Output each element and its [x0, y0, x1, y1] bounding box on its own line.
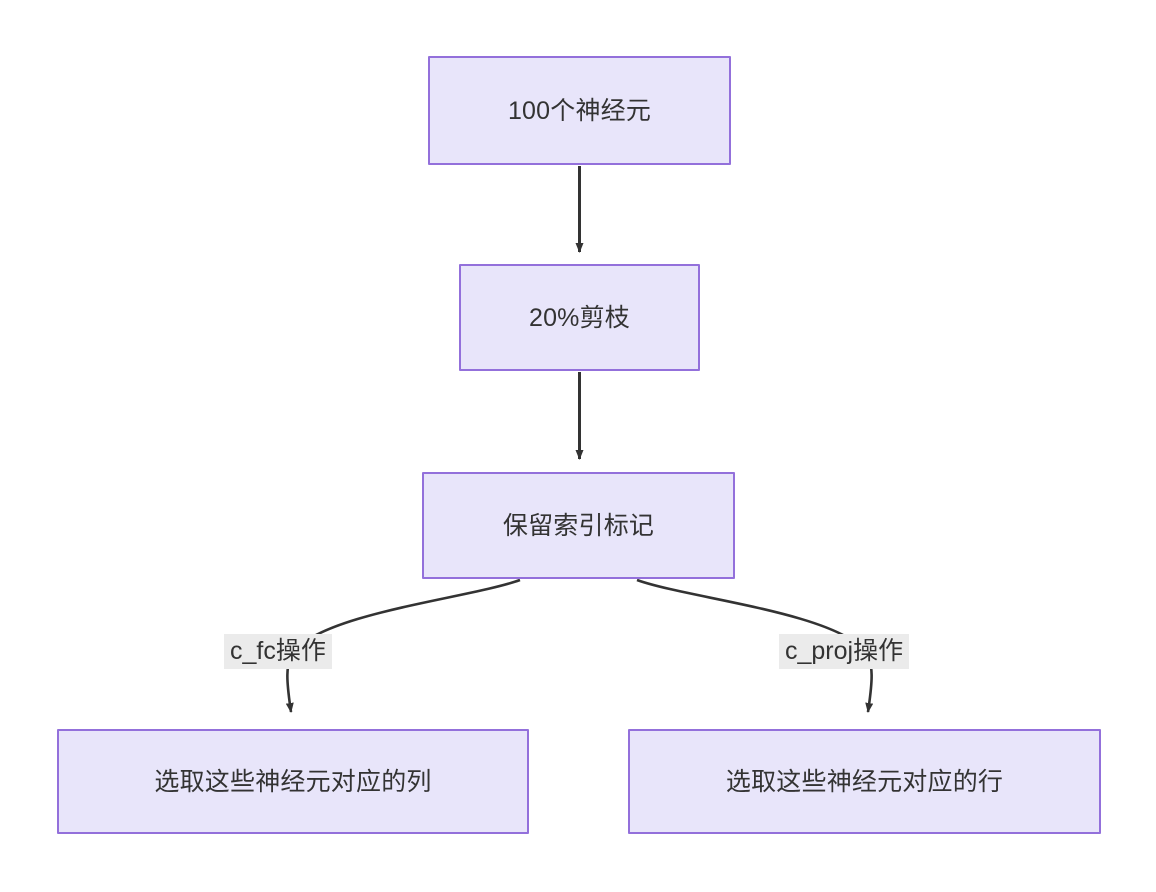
edge-label-c-proj: c_proj操作 [779, 634, 910, 670]
edge-label-c-fc: c_fc操作 [224, 634, 332, 670]
node-select-rows-label: 选取这些神经元对应的行 [725, 767, 1004, 796]
node-keep-index[interactable]: 保留索引标记 [422, 472, 735, 579]
node-select-columns[interactable]: 选取这些神经元对应的列 [57, 729, 529, 834]
node-neurons[interactable]: 100个神经元 [428, 56, 731, 165]
node-keep-index-label: 保留索引标记 [502, 511, 655, 540]
node-select-columns-label: 选取这些神经元对应的列 [154, 767, 432, 796]
node-neurons-label: 100个神经元 [507, 96, 652, 125]
node-prune[interactable]: 20%剪枝 [459, 264, 700, 371]
node-select-rows[interactable]: 选取这些神经元对应的行 [628, 729, 1101, 834]
node-prune-label: 20%剪枝 [528, 303, 631, 332]
